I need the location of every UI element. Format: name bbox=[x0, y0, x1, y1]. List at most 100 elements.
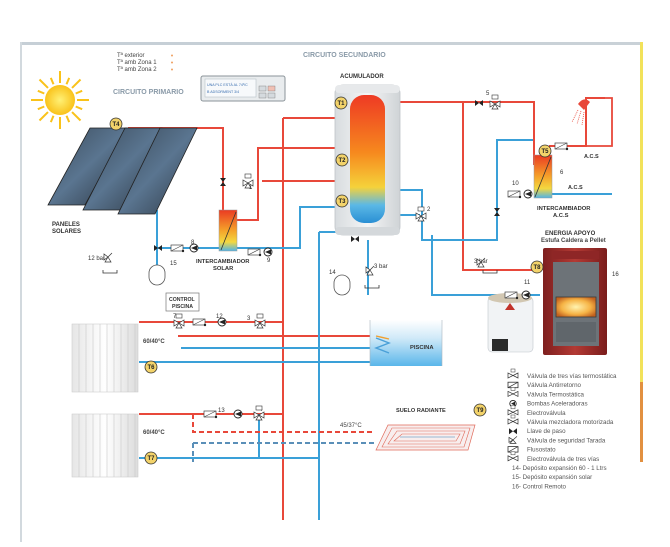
sun-ray bbox=[65, 77, 71, 85]
thermostatic-valve-icon bbox=[507, 387, 519, 397]
legend-item: Válvula de seguridad Tarada bbox=[508, 436, 606, 444]
intercambiador-acs-label-2: A.C.S bbox=[553, 213, 569, 219]
sensor-t6: T6 bbox=[144, 360, 158, 374]
sun-ray bbox=[49, 77, 55, 85]
controller-display-line1: UNA PLC ESTÁ AL 74º/C bbox=[207, 83, 248, 87]
legend-label: Válvula Termostática bbox=[527, 391, 585, 398]
check-valve-8[interactable] bbox=[170, 244, 185, 253]
check-valve-12[interactable] bbox=[192, 318, 207, 327]
sensor-label: T5 bbox=[541, 149, 549, 155]
component-number-2: 2 bbox=[427, 207, 431, 213]
sensor-t9: T9 bbox=[473, 403, 487, 417]
component-number-7: 7 bbox=[173, 314, 177, 320]
three-way-valve-2[interactable] bbox=[415, 206, 427, 222]
pressure-3bar-a: 3 bar bbox=[374, 264, 388, 270]
controller-left-button[interactable] bbox=[258, 92, 267, 99]
sensor-label: T8 bbox=[533, 265, 541, 271]
pump-10[interactable] bbox=[523, 189, 533, 199]
sun-icon bbox=[31, 71, 89, 129]
component-number-6: 6 bbox=[560, 170, 564, 176]
three-way-valve-5[interactable] bbox=[489, 94, 501, 110]
component-number-9: 9 bbox=[267, 258, 271, 264]
pump-9[interactable] bbox=[263, 247, 273, 257]
three-way-valve-1[interactable] bbox=[242, 173, 254, 189]
temp-radiator-2: 60/40°C bbox=[143, 430, 165, 436]
legend-item: Electroválvula de tres vías bbox=[507, 451, 599, 463]
sensor-t7: T7 bbox=[144, 451, 158, 465]
flow-switch-6[interactable] bbox=[554, 142, 569, 151]
shutoff-valve-solar[interactable] bbox=[154, 245, 162, 251]
control-piscina-box[interactable]: CONTROL PISCINA bbox=[165, 292, 200, 312]
shutoff-valve-5[interactable] bbox=[475, 100, 483, 106]
piscina-label: PISCINA bbox=[410, 345, 434, 351]
three-way-valve-3[interactable] bbox=[254, 313, 266, 329]
safety-valve-12bar[interactable] bbox=[103, 252, 113, 263]
check-valve-11[interactable] bbox=[504, 291, 519, 300]
legend-label: Electroválvula de tres vías bbox=[527, 456, 599, 463]
drain-stove bbox=[482, 270, 498, 274]
estufa-label: Estufa Caldera a Pellet bbox=[541, 238, 606, 244]
mixing-valve-4[interactable] bbox=[253, 405, 265, 421]
sensor-label: T6 bbox=[147, 365, 155, 371]
circuito-secundario-title: CIRCUITO SECUNDARIO bbox=[303, 52, 386, 59]
frame bbox=[20, 42, 643, 542]
remote-number: 16 bbox=[612, 272, 619, 278]
legend-label: Flusostato bbox=[527, 447, 556, 454]
legend-label: Válvula de tres vías termostática bbox=[527, 373, 617, 380]
legend-zona1: Tª amb Zona 1 bbox=[117, 59, 157, 66]
sun-ray bbox=[71, 78, 82, 89]
remote-controller[interactable]: UNA PLC ESTÁ AL 74º/C B ADSORMENT 3/4 bbox=[200, 75, 286, 102]
pellet-stove[interactable] bbox=[543, 248, 607, 355]
sun-ray bbox=[37, 105, 45, 111]
pump-8[interactable] bbox=[189, 243, 199, 253]
sensor-t1: T1 bbox=[334, 96, 348, 110]
legend-item: 15- Depósito expansión solar bbox=[512, 474, 592, 481]
pump-11[interactable] bbox=[521, 290, 531, 300]
temp-suelo: 45/37°C bbox=[340, 423, 362, 429]
control-piscina-label-2: PISCINA bbox=[172, 304, 193, 310]
controller-button-2[interactable] bbox=[267, 85, 276, 92]
check-valve-13[interactable] bbox=[203, 410, 218, 419]
safety-valve-3bar-acc[interactable] bbox=[365, 265, 375, 276]
legend-label: Válvula mezcladora motorizada bbox=[527, 419, 614, 426]
drain-solar bbox=[102, 270, 118, 274]
sun-ray bbox=[38, 78, 49, 89]
acs-hot-label: A.C.S bbox=[584, 154, 599, 160]
check-valve-10[interactable] bbox=[507, 190, 522, 199]
expansion-tank-14 bbox=[333, 274, 351, 296]
controller-button-1[interactable] bbox=[258, 85, 267, 92]
pressure-12bar: 12 bar bbox=[88, 256, 105, 262]
shutoff-valve-acc[interactable] bbox=[351, 236, 359, 242]
sensor-label: T1 bbox=[337, 101, 345, 107]
shutoff-valve-1[interactable] bbox=[220, 178, 226, 186]
three-way-solenoid-valve-icon bbox=[507, 451, 519, 462]
sensor-t2: T2 bbox=[335, 153, 349, 167]
safety-valve-3bar-stove[interactable] bbox=[476, 257, 486, 268]
legend-item: 16- Control Remoto bbox=[512, 483, 567, 490]
check-valve-9[interactable] bbox=[247, 248, 262, 257]
accumulator-tank[interactable] bbox=[334, 84, 401, 236]
acs-cold-label: A.C.S bbox=[568, 185, 583, 191]
legend-label: Válvula de seguridad Tarada bbox=[527, 437, 606, 444]
component-number-5: 5 bbox=[486, 91, 490, 97]
hot-pipes bbox=[128, 97, 605, 520]
pump-12[interactable] bbox=[217, 317, 227, 327]
legend-label: Electroválvula bbox=[527, 410, 566, 417]
legend-label: 14- Depósito expansión 60 - 1 Ltrs bbox=[512, 465, 607, 472]
sun-ray bbox=[75, 105, 83, 111]
drain-acc bbox=[364, 285, 380, 289]
pump-13[interactable] bbox=[233, 409, 243, 419]
sensor-t8: T8 bbox=[530, 260, 544, 274]
three-way-valve-7[interactable] bbox=[173, 313, 185, 329]
intercambiador-acs-label-1: INTERCAMBIADOR bbox=[537, 206, 591, 212]
radiator-zone1 bbox=[71, 323, 139, 393]
paneles-label-1: PANELES bbox=[52, 222, 80, 228]
shutoff-valve-acs[interactable] bbox=[494, 208, 500, 216]
legend-item: 14- Depósito expansión 60 - 1 Ltrs bbox=[512, 465, 607, 472]
sensor-t3: T3 bbox=[335, 194, 349, 208]
legend-item: Electroválvula bbox=[507, 405, 566, 417]
controller-right-button[interactable] bbox=[267, 92, 276, 99]
legend-item: Válvula Antirretorno bbox=[507, 381, 582, 389]
